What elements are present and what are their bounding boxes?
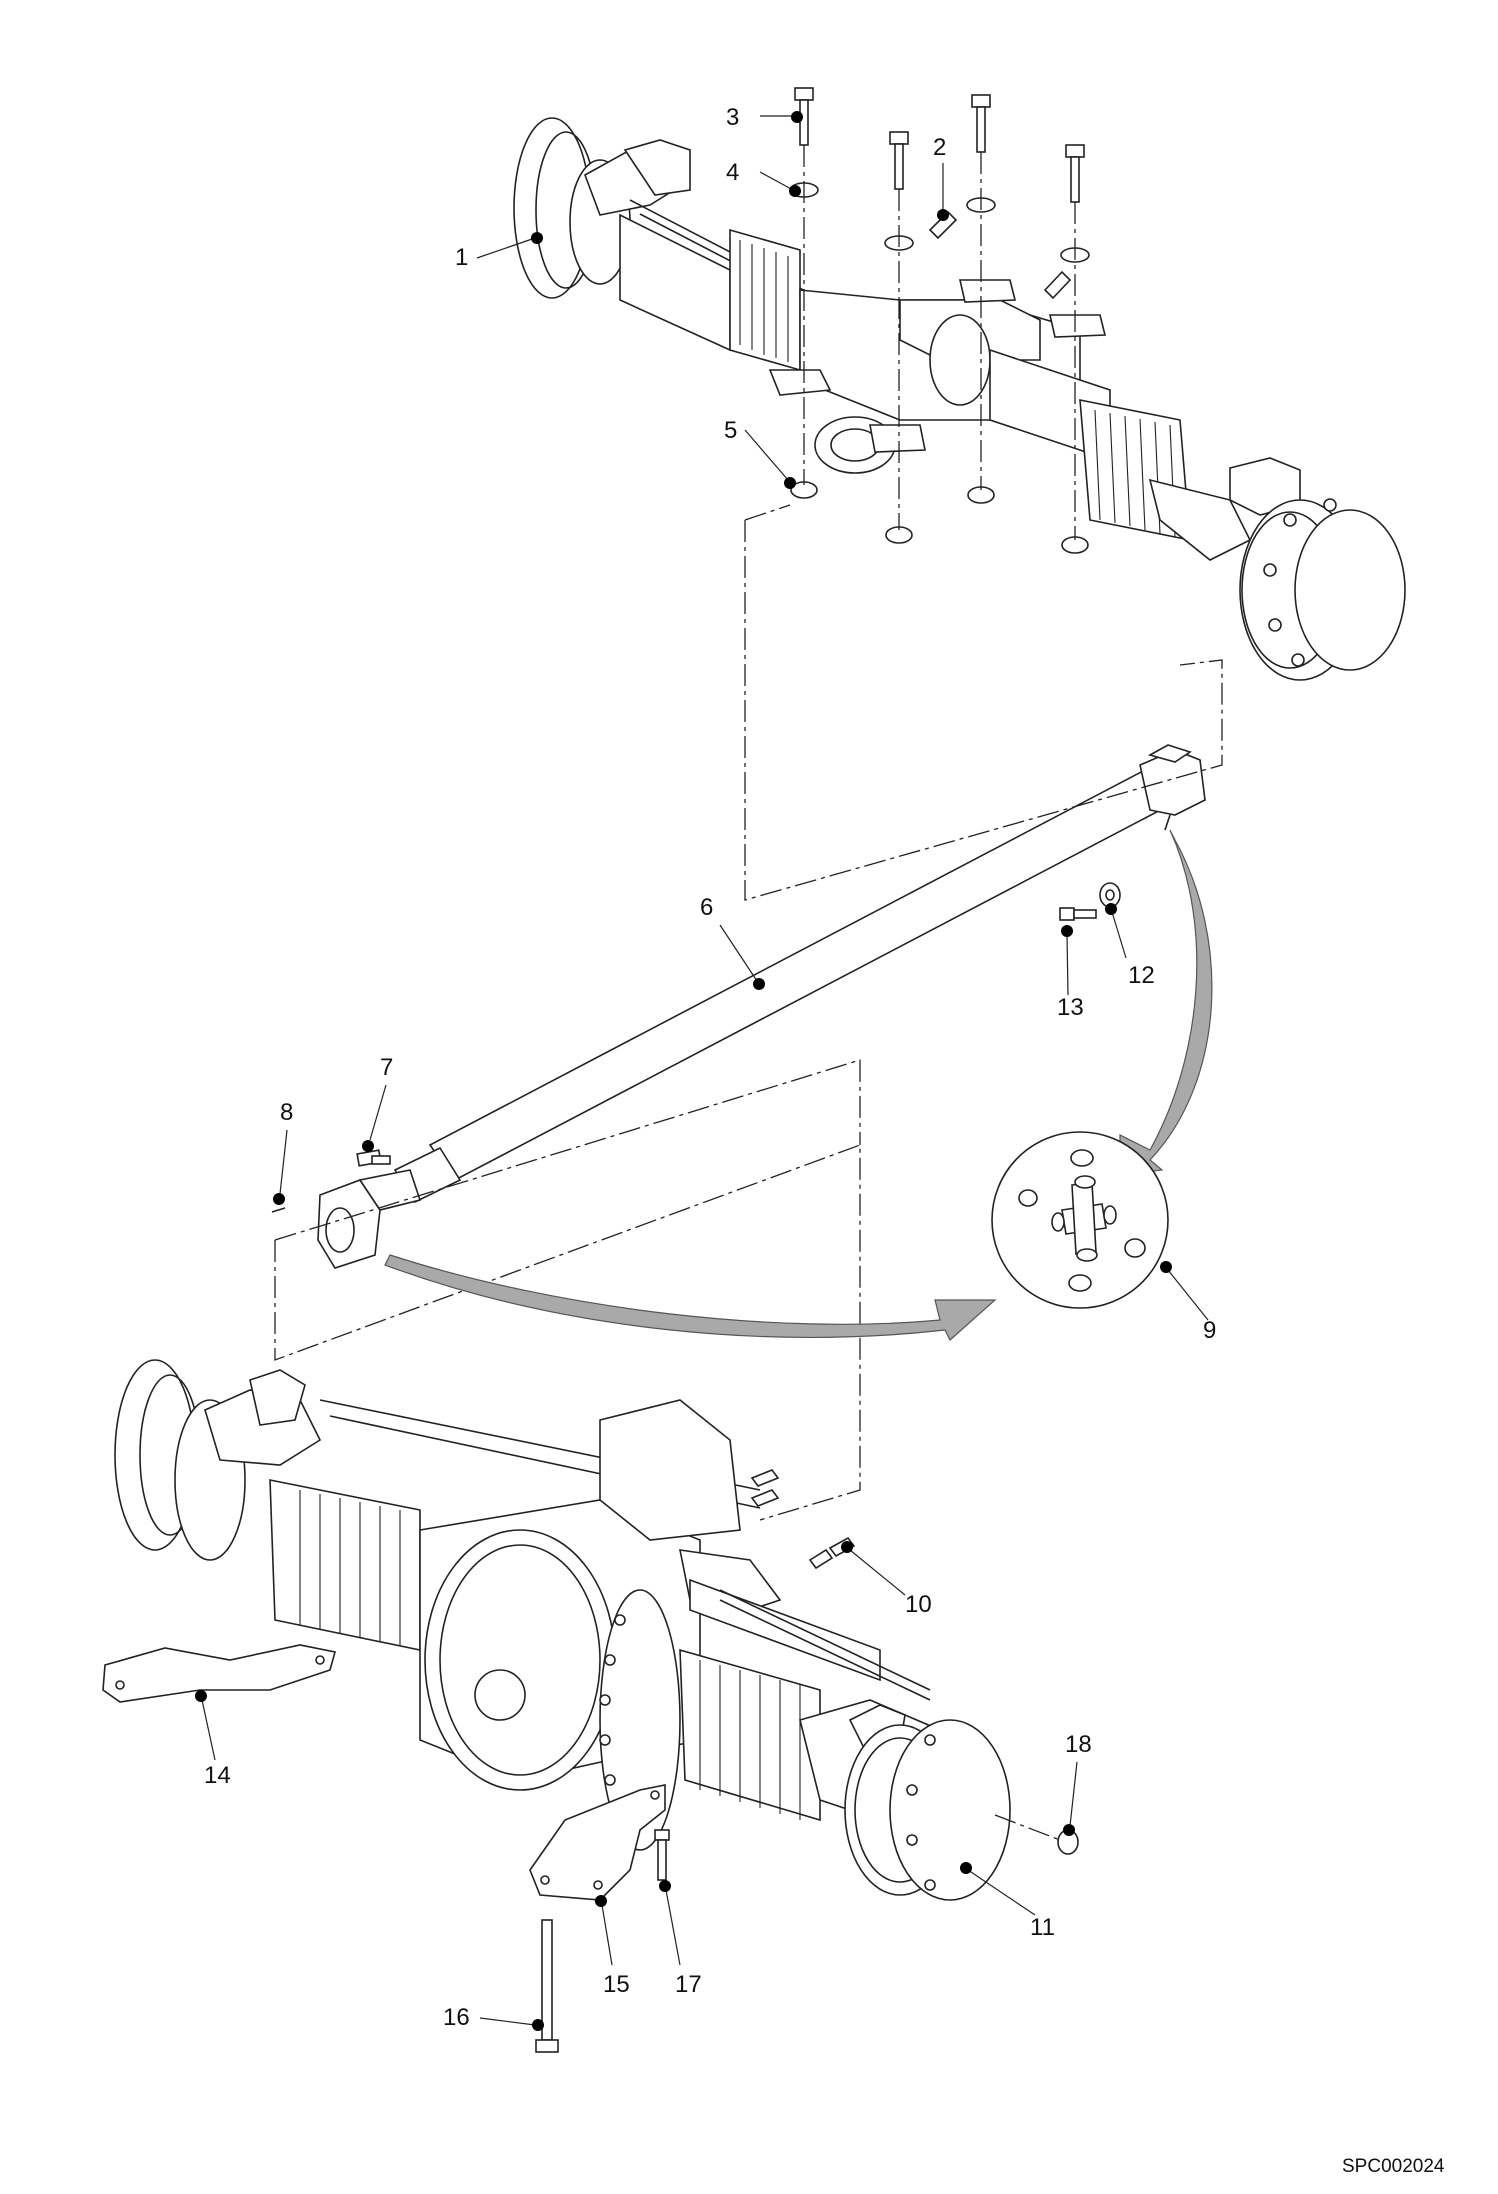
callout-15: 15 xyxy=(603,1971,630,1998)
front-axle-assembly xyxy=(513,117,1406,681)
callout-1: 1 xyxy=(455,244,468,271)
bolt-item-17 xyxy=(654,1829,670,1881)
callout-13: 13 xyxy=(1057,994,1084,1021)
bolt-alignment-lines xyxy=(803,145,1076,540)
bolts-item-3 xyxy=(794,87,1085,203)
callout-7: 7 xyxy=(380,1054,393,1081)
callout-2: 2 xyxy=(933,134,946,161)
callout-12: 12 xyxy=(1128,962,1155,989)
callout-16: 16 xyxy=(443,2004,470,2031)
callout-11: 11 xyxy=(1030,1914,1055,1941)
assembly-alignment-frames xyxy=(274,504,1223,1521)
housing-bolt-heads xyxy=(599,1614,626,1821)
yoke-bolt-item-7 xyxy=(356,1149,391,1167)
bracket-item-14 xyxy=(102,1644,337,1703)
detail-arrows xyxy=(384,829,1213,1341)
callout-9: 9 xyxy=(1203,1317,1216,1344)
callout-14: 14 xyxy=(204,1762,231,1789)
callout-18: 18 xyxy=(1065,1731,1092,1758)
leader-lines xyxy=(195,111,1209,2031)
bolt-item-13 xyxy=(1059,907,1097,921)
callout-8: 8 xyxy=(280,1099,293,1126)
drive-shaft xyxy=(317,744,1206,1269)
callout-5: 5 xyxy=(724,417,737,444)
callout-3: 3 xyxy=(726,104,739,131)
universal-joint-detail xyxy=(991,1131,1169,1309)
rear-axle-assembly xyxy=(114,1359,1061,1901)
callout-4: 4 xyxy=(726,159,739,186)
callout-10: 10 xyxy=(905,1591,932,1618)
grease-nipples-item-2 xyxy=(928,210,1072,300)
yoke-pin-item-8 xyxy=(271,1207,286,1213)
callout-labels: 1 2 3 4 5 6 7 8 9 10 11 12 13 14 15 16 1… xyxy=(204,104,1216,2031)
bracket-item-15 xyxy=(529,1784,666,1901)
drawing-code: SPC002024 xyxy=(1342,2156,1445,2177)
callout-6: 6 xyxy=(700,894,713,921)
long-bolt-item-16 xyxy=(535,1919,559,2053)
nuts-item-5 xyxy=(790,481,1089,554)
callout-17: 17 xyxy=(675,1971,702,1998)
